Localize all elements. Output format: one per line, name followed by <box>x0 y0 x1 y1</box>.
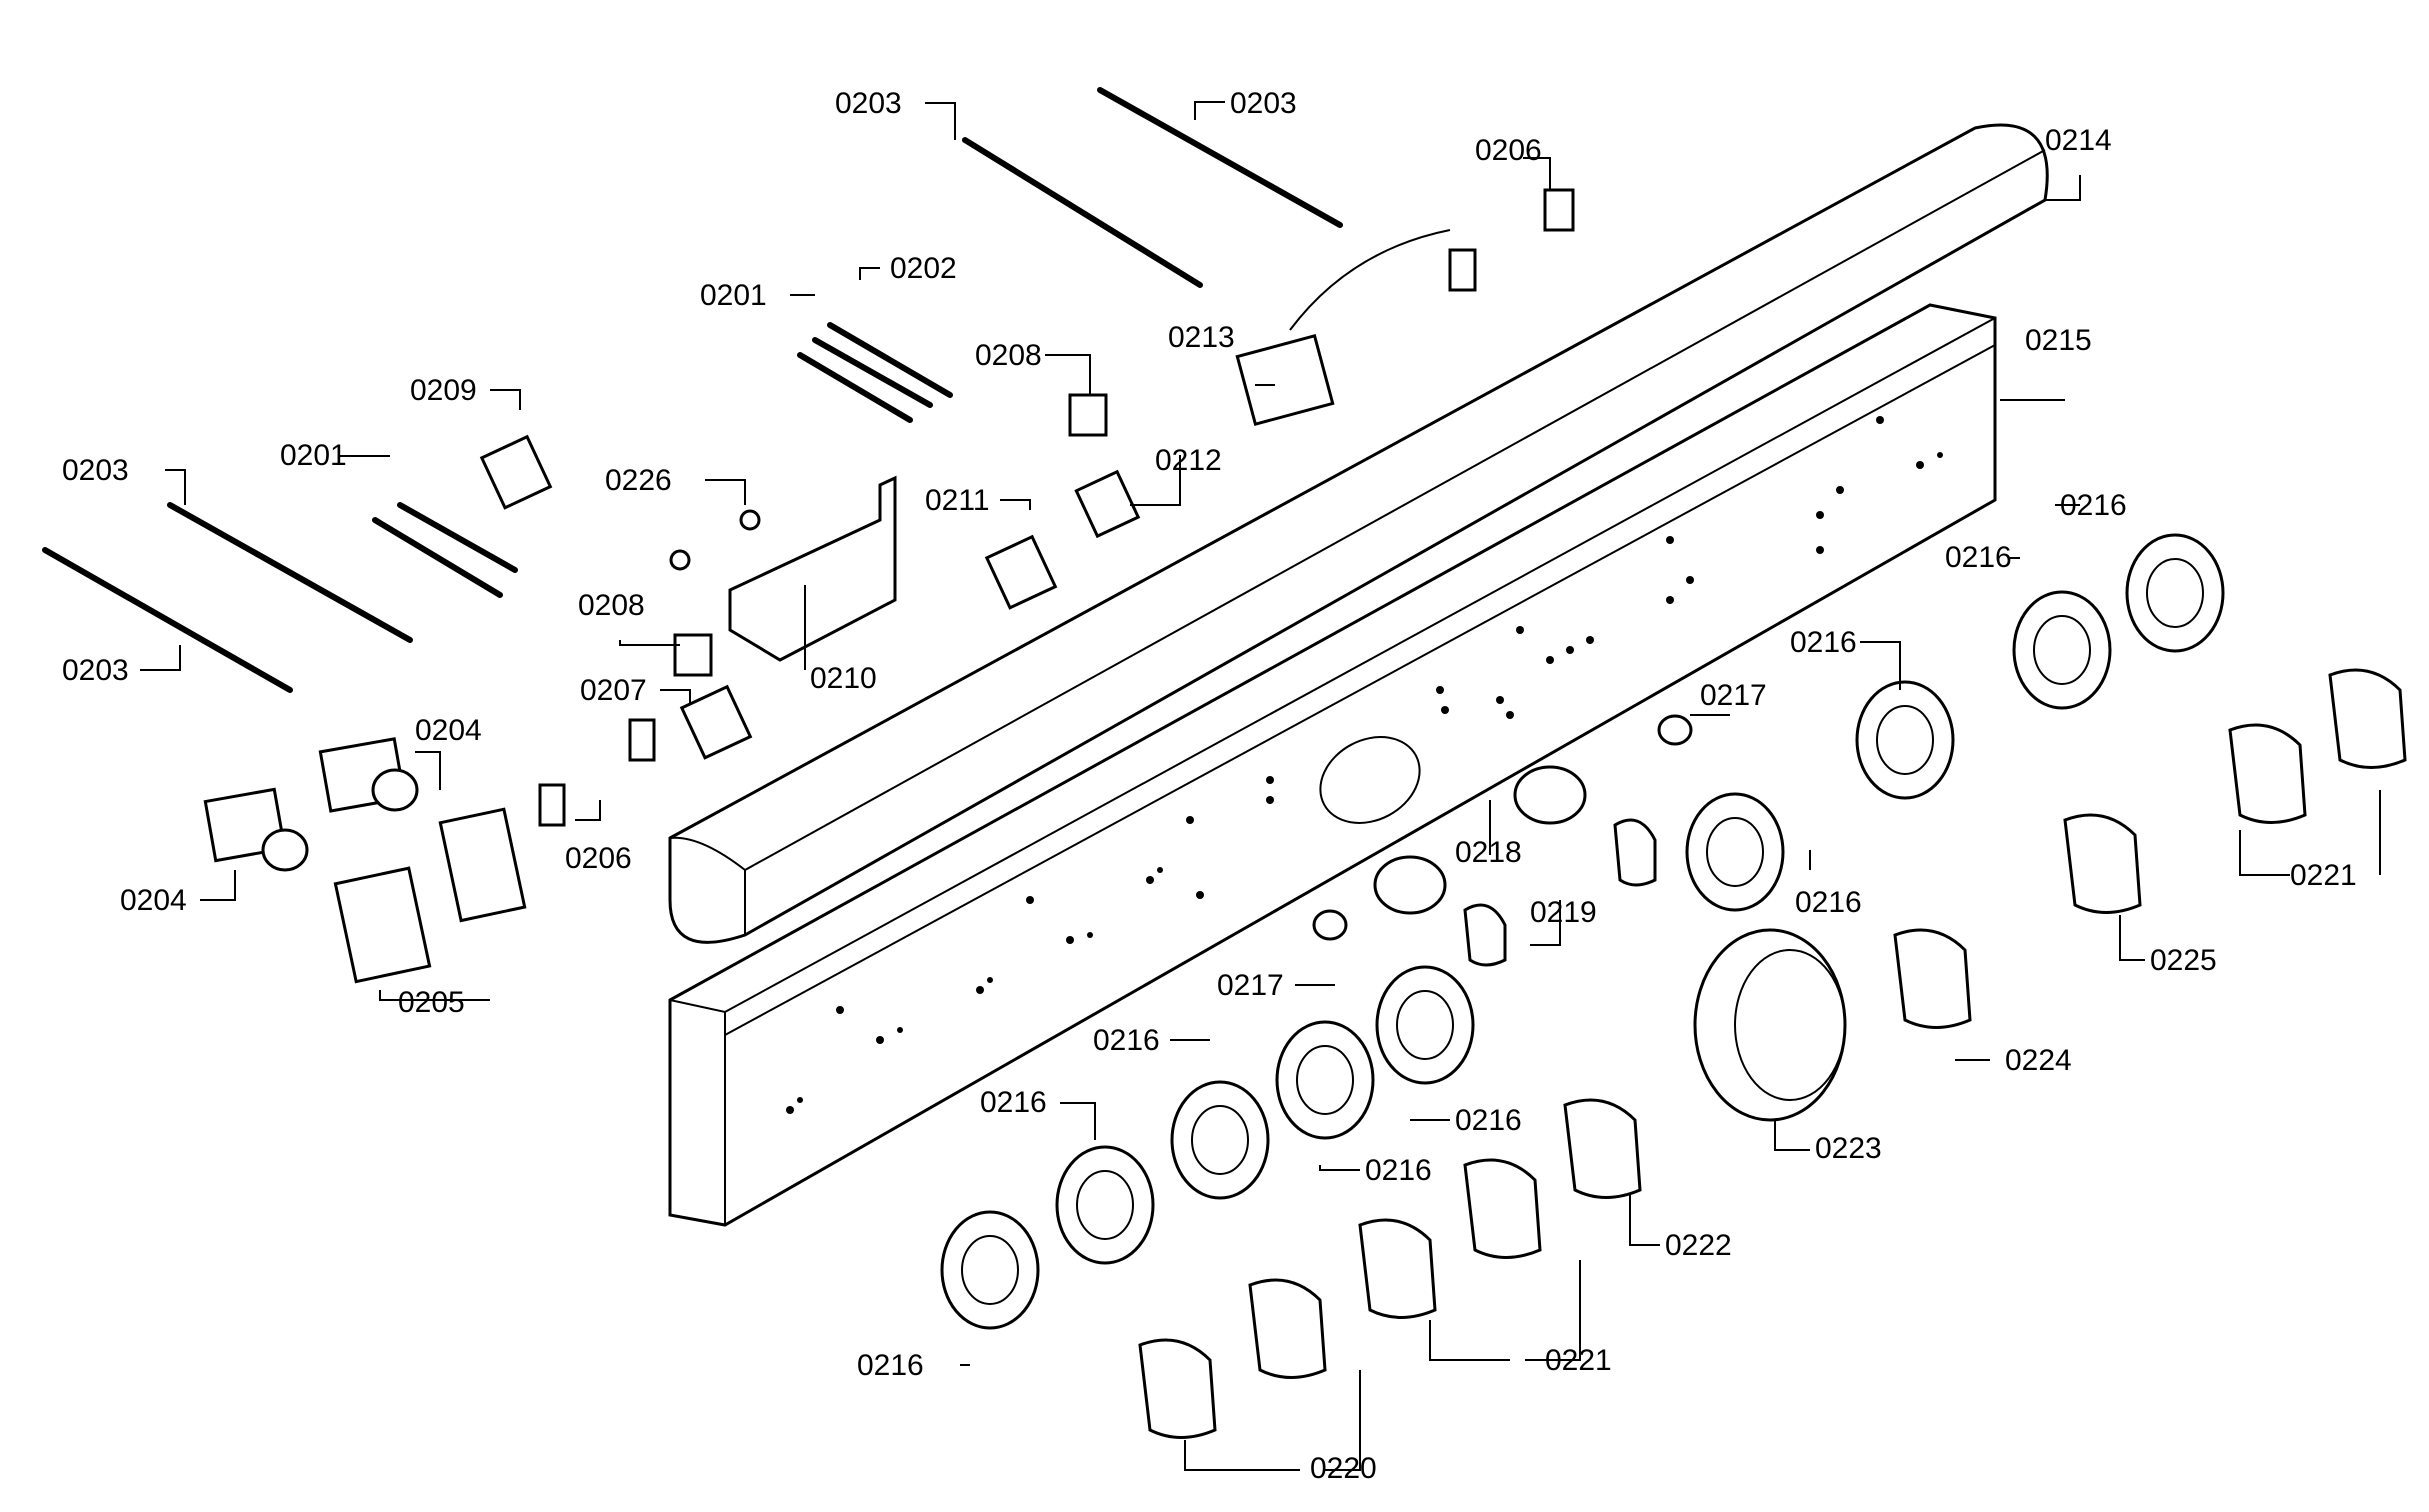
part-0205-board-a[interactable] <box>333 866 432 984</box>
label-0223: 0223 <box>1815 1132 1882 1165</box>
label-0210: 0210 <box>810 662 877 695</box>
part-0213-thermostat[interactable] <box>1235 229 1451 426</box>
part-0201-wire-a[interactable] <box>372 502 518 598</box>
label-0207: 0207 <box>580 674 647 707</box>
label-0216: 0216 <box>2060 489 2127 522</box>
part-0217-grommets[interactable] <box>1312 714 1693 941</box>
part-0204-valve-a[interactable] <box>318 737 419 813</box>
part-0210-bracket[interactable] <box>728 475 897 662</box>
label-0219: 0219 <box>1530 896 1597 929</box>
label-0216: 0216 <box>1945 541 2012 574</box>
label-0221: 0221 <box>1545 1344 1612 1377</box>
label-0221: 0221 <box>2290 859 2357 892</box>
part-labels: 0203 0203 0203 0203 0206 0206 0214 0215 … <box>62 87 2357 1485</box>
label-0206: 0206 <box>1475 134 1542 167</box>
leader-lines <box>140 101 2381 1471</box>
label-0203: 0203 <box>62 454 129 487</box>
label-0225: 0225 <box>2150 944 2217 977</box>
part-0205-board-b[interactable] <box>438 807 527 923</box>
label-0220: 0220 <box>1310 1452 1377 1485</box>
part-0216-bezels[interactable] <box>940 533 2225 1330</box>
part-knobs[interactable] <box>1138 668 2407 1439</box>
part-0201-wire-b[interactable] <box>797 322 953 423</box>
label-0215: 0215 <box>2025 324 2092 357</box>
label-0211: 0211 <box>925 484 990 517</box>
part-0223-gauge[interactable] <box>1693 928 1847 1122</box>
part-0215-panel[interactable] <box>668 303 1997 1227</box>
label-0204: 0204 <box>415 714 482 747</box>
part-0211-switch[interactable] <box>984 534 1058 610</box>
label-0216: 0216 <box>1455 1104 1522 1137</box>
part-0218-rings[interactable] <box>1373 765 1587 915</box>
part-0208-switch-b[interactable] <box>673 633 713 677</box>
label-0224: 0224 <box>2005 1044 2072 1077</box>
label-0216: 0216 <box>1795 886 1862 919</box>
label-0201: 0201 <box>280 439 347 472</box>
label-0222: 0222 <box>1665 1229 1732 1262</box>
part-0208-switch-a[interactable] <box>1068 393 1108 437</box>
label-0203: 0203 <box>835 87 902 120</box>
part-0209-switch[interactable] <box>479 434 553 510</box>
part-0226-grommet[interactable] <box>669 509 761 571</box>
label-0216: 0216 <box>1093 1024 1160 1057</box>
label-0216: 0216 <box>857 1349 924 1382</box>
label-0205: 0205 <box>398 986 465 1019</box>
label-0206: 0206 <box>565 842 632 875</box>
part-0207-switch[interactable] <box>679 684 753 760</box>
label-0209: 0209 <box>410 374 477 407</box>
label-0208: 0208 <box>578 589 645 622</box>
panel-holes <box>786 416 1943 1114</box>
part-0204-valve-b[interactable] <box>203 787 309 872</box>
part-0203-wire-b[interactable] <box>1097 87 1343 228</box>
label-0216: 0216 <box>980 1086 1047 1119</box>
label-0216: 0216 <box>1790 626 1857 659</box>
label-0202: 0202 <box>890 252 957 285</box>
label-0218: 0218 <box>1455 836 1522 869</box>
part-0203-wire-d[interactable] <box>42 547 293 693</box>
label-0204: 0204 <box>120 884 187 917</box>
label-0216: 0216 <box>1365 1154 1432 1187</box>
label-0201: 0201 <box>700 279 767 312</box>
part-0206-switch-a[interactable] <box>1448 188 1575 292</box>
label-0203: 0203 <box>1230 87 1297 120</box>
label-0213: 0213 <box>1168 321 1235 354</box>
label-0217: 0217 <box>1700 679 1767 712</box>
part-0206-switch-b[interactable] <box>538 718 656 827</box>
part-0212-switch[interactable] <box>1074 469 1141 539</box>
label-0214: 0214 <box>2045 124 2112 157</box>
label-0208: 0208 <box>975 339 1042 372</box>
label-0217: 0217 <box>1217 969 1284 1002</box>
label-0203: 0203 <box>62 654 129 687</box>
label-0212: 0212 <box>1155 444 1222 477</box>
part-0203-wire-c[interactable] <box>167 502 413 643</box>
label-0226: 0226 <box>605 464 672 497</box>
part-0203-wire-a[interactable] <box>962 137 1203 288</box>
